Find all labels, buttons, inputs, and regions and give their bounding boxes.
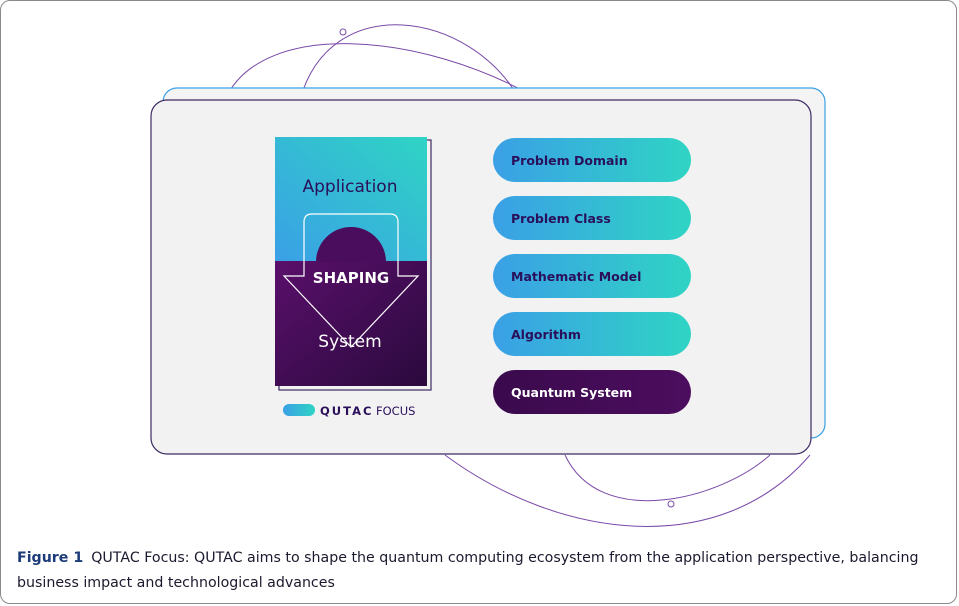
legend-brand: QUTAC [320,404,373,418]
pill-label: Quantum System [511,385,632,400]
caption-text: QUTAC Focus: QUTAC aims to shape the qua… [17,550,919,591]
shaping-label: SHAPING [313,269,389,287]
shaping-dome [316,227,386,262]
front-panel [150,99,812,455]
system-block [275,261,427,386]
application-label: Application [303,177,398,197]
pill-label: Problem Domain [511,153,628,168]
pill-problem-domain: Problem Domain [493,138,691,182]
orbit-dot-bottom [667,500,675,508]
caption-label: Figure 1 [17,550,84,566]
pill-mathematic-model: Mathematic Model [493,254,691,298]
pill-quantum-system: Quantum System [493,370,691,414]
legend-suffix: FOCUS [376,404,415,418]
orbit-lines [224,24,811,527]
figure-illustration: Application SHAPING System QUTAC FOCUS P… [150,24,826,527]
pill-label: Problem Class [511,211,611,226]
legend-swatch [283,404,315,416]
shaping-arrow-icon [282,213,420,348]
pill-algorithm: Algorithm [493,312,691,356]
pill-problem-class: Problem Class [493,196,691,240]
pill-label: Algorithm [511,327,581,342]
pill-label: Mathematic Model [511,269,641,284]
orbit-dot-top [339,28,347,36]
system-label: System [318,332,381,352]
